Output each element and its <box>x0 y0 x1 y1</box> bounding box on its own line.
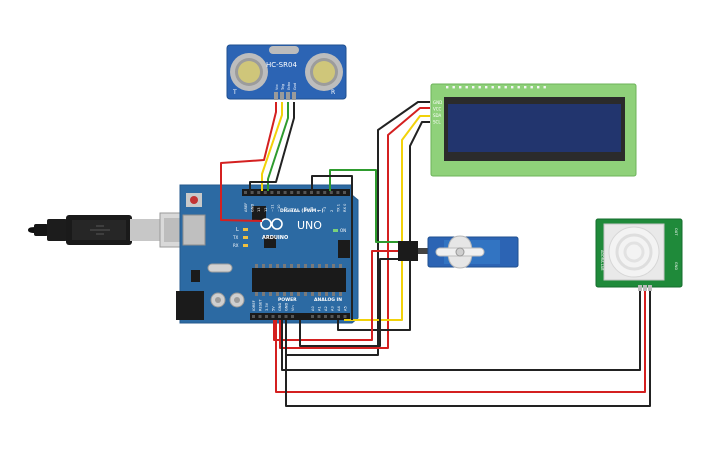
wire-pir-out-black <box>285 287 651 407</box>
power-pin-label: IOREF <box>252 300 256 311</box>
arduino-logo-text: ARDUINO <box>262 235 288 241</box>
ultrasonic-model-label: HC-SR04 <box>266 61 297 69</box>
lcd-pin-label: SDA <box>433 113 442 118</box>
lcd-pin-label: SCL <box>433 120 441 125</box>
digital-pin-label: AREF <box>244 203 248 212</box>
wire-pir-gnd-black <box>281 287 641 371</box>
tx-led-label: TX <box>232 235 238 240</box>
analog-pin-label: A4 <box>337 306 341 311</box>
power-header-label: POWER <box>278 297 297 303</box>
wire-us-echo-green <box>267 102 289 191</box>
ultrasonic-pin-label: Vcc <box>275 84 279 90</box>
digital-pin-label: ~10 <box>277 204 281 212</box>
digital-pin-label: ~5 <box>310 207 314 212</box>
digital-pin-label: 13 <box>257 207 261 212</box>
power-jack <box>176 291 204 320</box>
wire-us-gnd-black <box>249 102 295 191</box>
digital-pin-label: 7 <box>297 210 301 212</box>
digital-pin-label: ~3 <box>323 207 327 212</box>
digital-pin-label: GND <box>251 204 255 212</box>
power-pin-label: Vin <box>291 305 295 311</box>
ultrasonic-pin-label: Echo <box>287 82 291 90</box>
lcd-pin-label: GND <box>433 100 442 105</box>
usb-cable <box>28 212 203 248</box>
wire-digital-gnd-black <box>311 175 353 320</box>
pir-sensor: ADDRA-LAB OUT GND <box>595 218 683 291</box>
power-pin-label: 3.3V <box>265 302 269 311</box>
digital-pin-label: 4 <box>317 209 321 212</box>
ultrasonic-pin-label: Gnd <box>293 83 297 90</box>
arduino-uno-board: L TX RX ON ARDUINO UNO DIGITAL (PWM ~) P… <box>176 184 359 324</box>
digital-pin-label: ~6 <box>303 206 307 212</box>
atmega-chip <box>252 268 346 292</box>
wire-servo-gnd-black <box>299 258 400 347</box>
servo-connector <box>398 241 418 261</box>
ultrasonic-corner-t: T <box>232 89 237 96</box>
ultrasonic-corner-r: R <box>331 89 335 96</box>
wire-lcd-sda-yellow <box>344 115 430 321</box>
wire-lcd-scl-black <box>337 121 430 331</box>
ultrasonic-pin-label: Trig <box>281 84 285 91</box>
digital-header-label: DIGITAL (PWM ~) <box>280 208 324 214</box>
wires <box>220 101 651 407</box>
pir-left-label: ADDRA-LAB <box>600 250 604 271</box>
analog-pin-label: A3 <box>331 306 335 311</box>
digital-pin-label: 2 <box>330 210 334 212</box>
wire-us-vcc-red <box>220 102 277 222</box>
digital-pin-label: TX 1 <box>336 204 340 213</box>
digital-pin-label: 8 <box>290 209 294 212</box>
pir-right-top-label: OUT <box>674 228 678 236</box>
board-model: UNO <box>297 219 322 232</box>
wire-pir-vcc-red <box>275 287 646 393</box>
power-pin-label: RESET <box>259 299 263 311</box>
power-pin-label: GND <box>278 303 282 311</box>
power-pin-label: 5V <box>272 306 276 311</box>
pir-right-bottom-label: GND <box>674 262 678 270</box>
analog-pin-label: A0 <box>311 306 315 311</box>
servo-motor <box>398 235 519 269</box>
power-pin-label: GND <box>285 303 289 311</box>
lcd-pin-label: VCC <box>433 107 442 112</box>
analog-pin-label: A5 <box>344 306 348 311</box>
l-led-label: L <box>236 227 239 233</box>
analog-pin-label: A2 <box>324 306 328 311</box>
arduino-logo: ARDUINO <box>260 218 288 241</box>
lcd-header-pins <box>446 86 546 89</box>
analog-pin-label: A1 <box>318 306 322 311</box>
wire-servo-power-red <box>273 250 400 341</box>
lcd-screen <box>448 104 621 152</box>
digital-pin-label: RX 0 <box>343 203 347 212</box>
digital-pin-label: ~11 <box>270 204 274 212</box>
on-led-label: ON <box>340 228 346 233</box>
digital-pin-label: ~9 <box>284 206 288 212</box>
digital-pin-label: 12 <box>264 207 268 212</box>
power-analog-header <box>250 313 350 320</box>
rx-led-label: RX <box>233 243 239 248</box>
analog-header-label: ANALOG IN <box>314 297 342 303</box>
digital-header <box>242 189 350 196</box>
